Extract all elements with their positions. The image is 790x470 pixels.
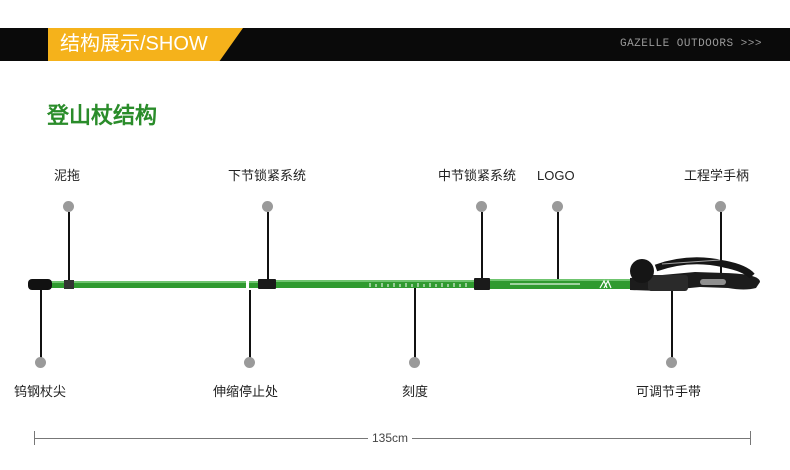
lower-lock-collar: [258, 279, 276, 289]
brand-name: GAZELLE OUTDOORS >>>: [619, 38, 762, 50]
label-telescopic-stop: 伸缩停止处: [213, 384, 279, 399]
callout-line-lower-lock: [267, 212, 269, 285]
callout-line-tungsten-tip: [40, 290, 42, 358]
label-mud-basket: 泥拖: [54, 168, 81, 183]
label-scale: 刻度: [402, 384, 429, 399]
callout-line-ergonomic-handle: [720, 212, 722, 274]
callout-dot-logo: [552, 201, 563, 212]
shaft-logo-mark: [599, 279, 612, 289]
label-middle-lock: 中节锁紧系统: [438, 168, 517, 183]
label-tungsten-tip: 钨钢杖尖: [14, 384, 67, 399]
header-banner: 结构展示/SHOW GAZELLE OUTDOORS >>>: [0, 28, 790, 61]
grip-collar: [648, 275, 688, 291]
callout-line-logo: [557, 212, 559, 282]
label-wrist-strap: 可调节手带: [636, 384, 702, 399]
shaft-logo-print: [510, 283, 580, 285]
callout-dot-scale: [409, 357, 420, 368]
callout-dot-middle-lock: [476, 201, 487, 212]
label-logo: LOGO: [537, 168, 575, 183]
callout-line-telescopic-stop: [249, 290, 251, 358]
grip-texture: [700, 279, 726, 285]
header-title: 结构展示/SHOW: [60, 33, 208, 55]
tungsten-tip: [28, 279, 52, 290]
trekking-pole-illustration: [28, 257, 760, 291]
lower-shaft: [48, 281, 258, 288]
callout-line-scale: [414, 288, 416, 358]
callout-dot-lower-lock: [262, 201, 273, 212]
callout-dot-tungsten-tip: [35, 357, 46, 368]
middle-lock-collar: [474, 278, 490, 290]
mud-basket: [64, 280, 74, 289]
scale-marks: [369, 283, 467, 287]
dimension-label: 135cm: [368, 431, 413, 445]
label-ergonomic-handle: 工程学手柄: [684, 168, 750, 183]
callout-dot-mud-basket: [63, 201, 74, 212]
stop-marker: [246, 281, 249, 288]
callout-dot-wrist-strap: [666, 357, 677, 368]
callout-dot-ergonomic-handle: [715, 201, 726, 212]
label-lower-lock: 下节锁紧系统: [228, 168, 307, 183]
dimension-tick-right: [750, 431, 751, 445]
callout-line-mud-basket: [68, 212, 70, 285]
strap-knob: [630, 259, 654, 283]
section-title: 登山杖结构: [47, 103, 158, 128]
callout-line-middle-lock: [481, 212, 483, 282]
callout-dot-telescopic-stop: [244, 357, 255, 368]
callout-line-wrist-strap: [671, 290, 673, 358]
header-tab: [48, 28, 243, 61]
